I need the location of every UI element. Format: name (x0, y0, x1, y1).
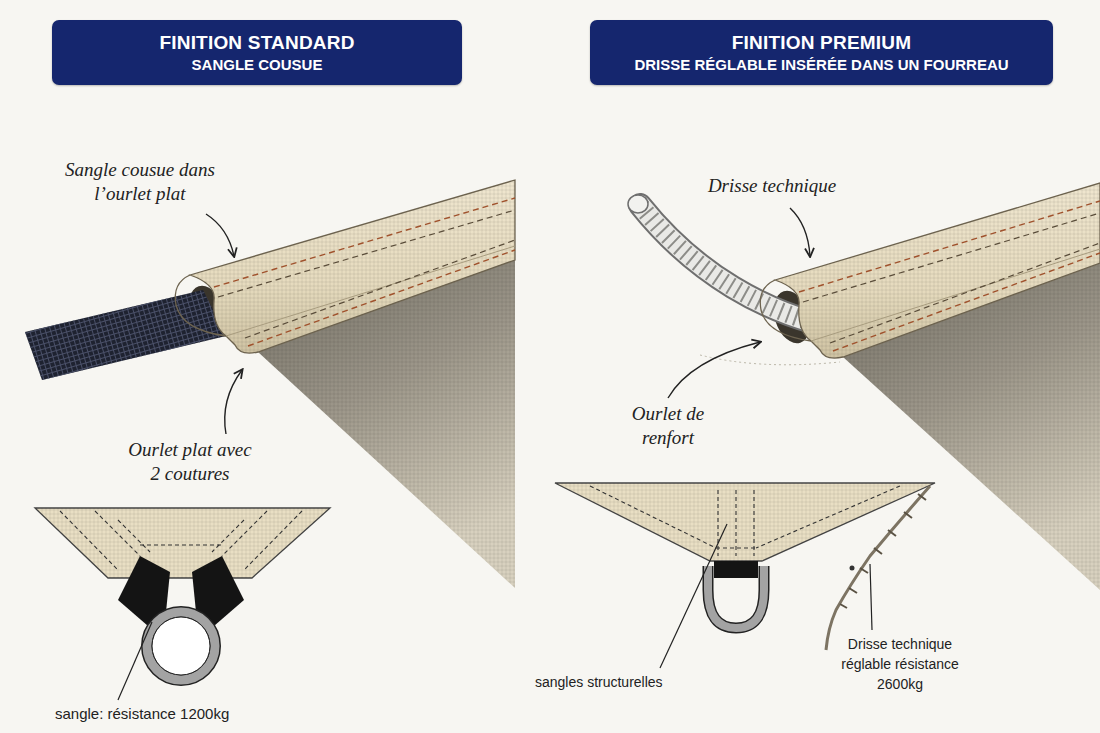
stitch-line (245, 240, 515, 338)
header-title: FINITION PREMIUM (732, 31, 911, 55)
hem-fold (811, 249, 1100, 341)
header-band: FINITION PREMIUMDRISSE RÉGLABLE INSÉRÉE … (590, 20, 1053, 85)
header-title: FINITION STANDARD (159, 31, 354, 55)
leader-line (660, 524, 727, 668)
stitch-line (803, 213, 1100, 302)
callout-label: Sangle cousue dans l’ourlet plat (65, 158, 215, 206)
stitch-line (248, 250, 515, 346)
hem-texture (190, 180, 515, 353)
ring-inner (152, 617, 210, 675)
leader-line (118, 622, 152, 700)
black-strap (714, 561, 758, 578)
rope (640, 205, 812, 322)
callout-arrow (668, 342, 760, 398)
strength-note: sangle: résistance 1200kg (55, 704, 229, 724)
strength-note: Drisse technique réglable résistance 260… (834, 634, 966, 694)
hem-texture (775, 183, 1100, 358)
rope-end (628, 195, 648, 213)
callout-arrow (790, 208, 810, 256)
corner-fabric (555, 483, 935, 561)
callout-label: Drisse technique (687, 174, 857, 198)
rope-wrap (840, 494, 926, 608)
stitch-line (60, 511, 302, 570)
stitch-line (218, 210, 515, 297)
stitch-line (590, 486, 900, 556)
hem-fold (226, 246, 515, 336)
header-subtitle: SANGLE COUSUE (192, 55, 323, 75)
rope-outline (640, 205, 812, 322)
ring-outline (147, 612, 215, 680)
stitch-line (799, 201, 1100, 292)
rope-knot (850, 566, 855, 571)
callout-label: Ourlet plat avec 2 coutures (126, 438, 254, 486)
header-subtitle: DRISSE RÉGLABLE INSÉRÉE DANS UN FOURREAU (634, 55, 1008, 75)
rope-braid (640, 205, 812, 322)
stitch-line (118, 520, 244, 552)
sketch-shadow (700, 355, 840, 365)
corner-texture (35, 508, 330, 578)
header-band: FINITION STANDARDSANGLE COUSUE (52, 20, 462, 85)
stitch-line (833, 253, 1100, 351)
hem-tube (775, 183, 1100, 358)
hem-tube (190, 180, 515, 353)
corner-fabric (35, 508, 330, 578)
metal-ring (147, 612, 215, 680)
stitch-line (830, 243, 1100, 343)
stitch-line (214, 198, 515, 287)
callout-label: Ourlet de renfort (616, 402, 720, 450)
part-label: sangles structurelles (535, 672, 663, 692)
callout-arrow (206, 214, 234, 256)
callout-arrow (225, 370, 242, 434)
black-strap (25, 290, 226, 380)
corner-texture (555, 483, 935, 561)
strap-texture (25, 290, 226, 380)
leader-line (870, 564, 872, 630)
adjustable-rope (826, 486, 930, 650)
